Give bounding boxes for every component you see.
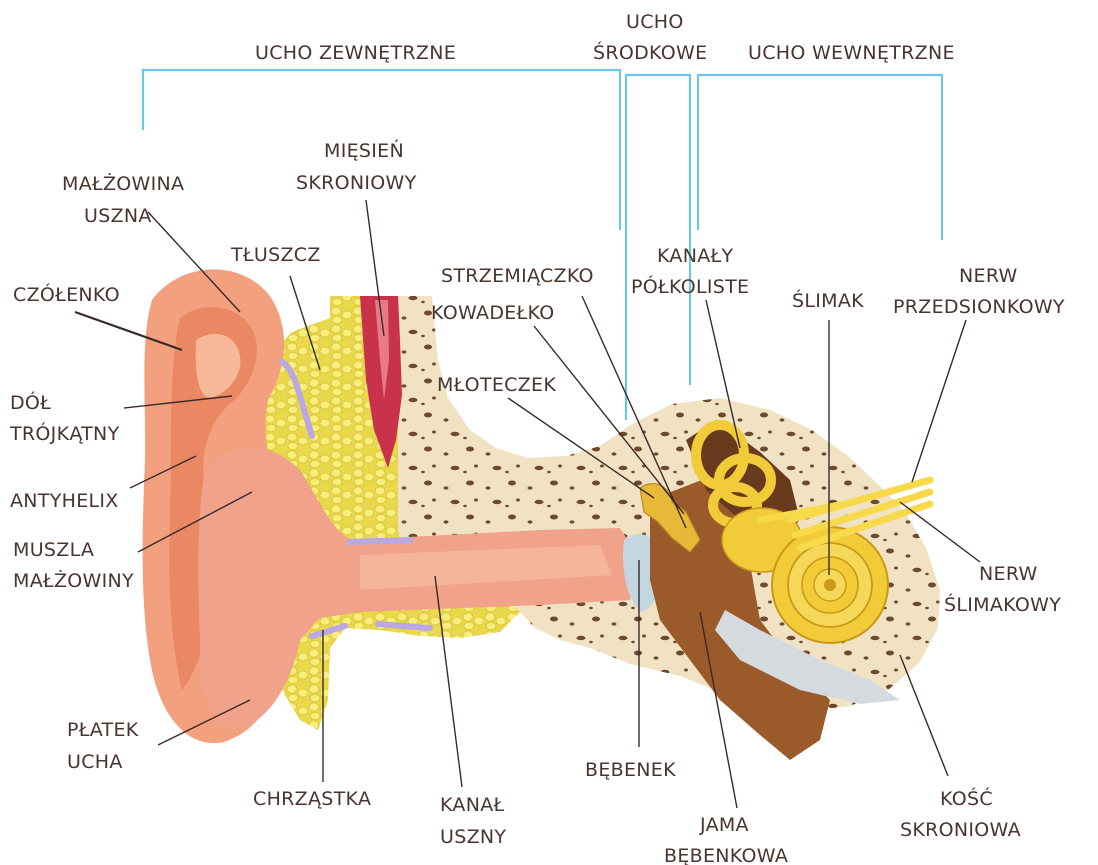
cochlea (772, 527, 888, 643)
label-kanaly-line2: PÓŁKOLISTE (631, 274, 749, 298)
label-jama-line1: JAMA (699, 814, 749, 836)
section-middle-ear-line1: UCHO (626, 11, 684, 33)
label-kosc-line1: KOŚĆ (940, 786, 993, 810)
label-malzowina-line2: USZNA (84, 205, 152, 227)
label-malzowina-line1: MAŁŻOWINA (62, 172, 184, 195)
label-platek-line2: UCHA (67, 751, 123, 773)
label-kanal-line2: USZNY (440, 826, 506, 848)
label-kanal-line1: KANAŁ (440, 794, 505, 816)
label-miesien-line1: MIĘSIEŃ (324, 139, 404, 162)
label-antyhelix: ANTYHELIX (10, 490, 119, 512)
label-nerw-slimakowy-line2: ŚLIMAKOWY (944, 592, 1061, 616)
label-jama-line2: BĘBENKOWA (664, 845, 788, 865)
label-kowadelko: KOWADEŁKO (431, 302, 555, 324)
label-muszla-line1: MUSZLA (13, 539, 94, 561)
section-middle-ear-line2: ŚRODKOWE (593, 40, 707, 64)
label-nerw-przedsionkowy-line2: PRZEDSIONKOWY (893, 296, 1065, 318)
label-mloteczek: MŁOTECZEK (437, 374, 556, 396)
label-dol-line1: DÓŁ (10, 390, 51, 414)
section-outer-ear: UCHO ZEWNĘTRZNE (255, 42, 456, 64)
label-nerw-slimakowy-line1: NERW (979, 563, 1038, 585)
illustration (143, 269, 940, 760)
bracket-inner-ear (698, 75, 942, 240)
label-dol-line2: TRÓJKĄTNY (9, 421, 120, 445)
label-tluszcz: TŁUSZCZ (230, 244, 321, 266)
label-kanaly-line1: KANAŁY (657, 245, 734, 267)
label-muszla-line2: MAŁŻOWINY (13, 569, 134, 592)
label-chrzastka: CHRZĄSTKA (253, 788, 371, 810)
label-strzemiaczko: STRZEMIĄCZKO (441, 265, 594, 287)
label-nerw-przedsionkowy-line1: NERW (959, 265, 1018, 287)
label-kosc-line2: SKRONIOWA (900, 819, 1021, 841)
label-slimak: ŚLIMAK (792, 288, 864, 312)
label-bebenek: BĘBENEK (585, 759, 676, 781)
label-czolenko: CZÓŁENKO (13, 282, 120, 306)
label-platek-line1: PŁATEK (67, 719, 139, 741)
label-miesien-line2: SKRONIOWY (296, 172, 417, 194)
section-inner-ear: UCHO WEWNĘTRZNE (748, 42, 955, 64)
